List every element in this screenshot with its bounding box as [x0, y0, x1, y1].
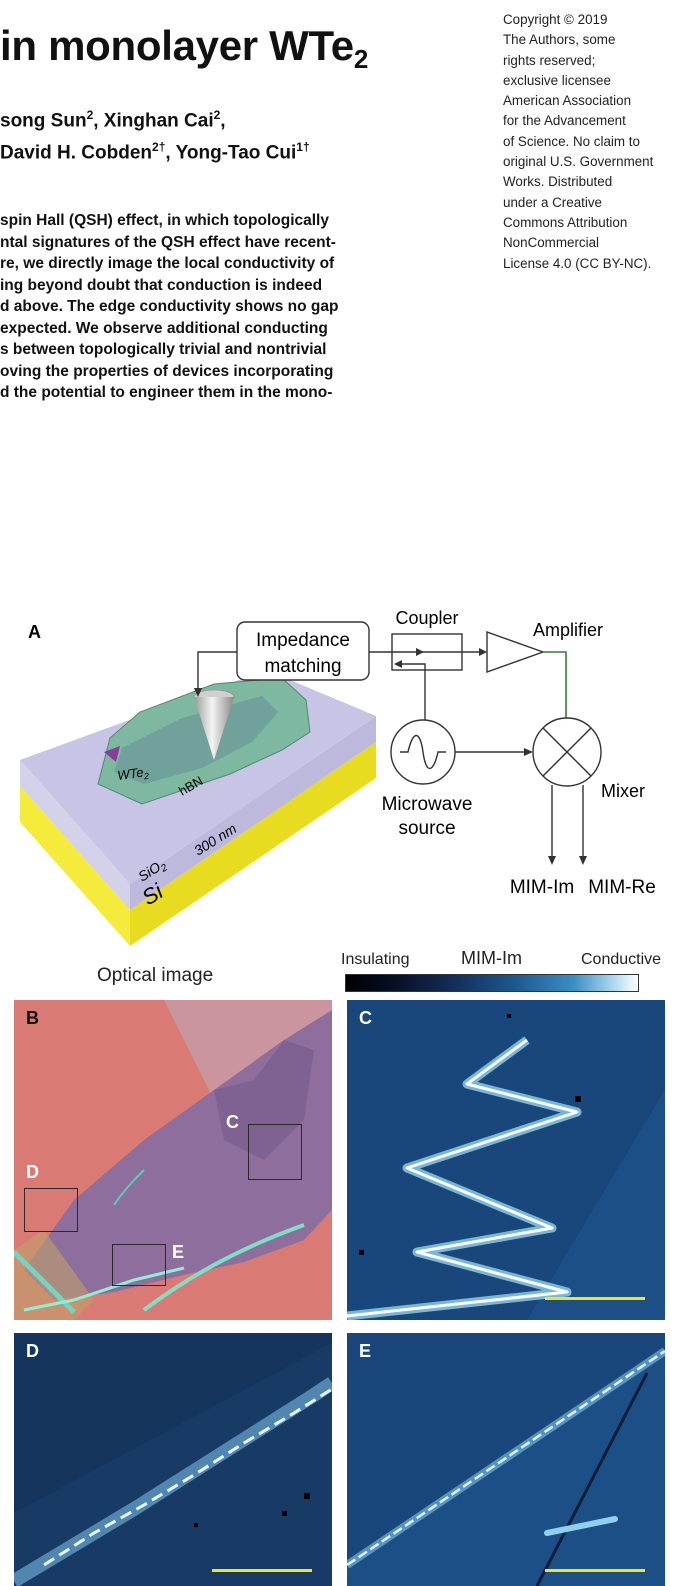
copyright-line: Commons Attribution [503, 214, 628, 230]
abstract-line: re, we directly image the local conducti… [0, 255, 335, 272]
amplifier-triangle [486, 631, 546, 673]
copyright-line: for the Advancement [503, 113, 626, 129]
panel-e-label: E [359, 1341, 372, 1361]
mim-map-d-graphic [14, 1333, 332, 1586]
abstract-line: ntal signatures of the QSH effect have r… [0, 233, 336, 251]
scale-bar [545, 1569, 645, 1572]
author-affiliation-mark: 2 [86, 108, 94, 122]
copyright-line: The Authors, some [503, 32, 616, 48]
mim-map-c-graphic [347, 1000, 665, 1320]
copyright-line: License 4.0 (CC BY-NC). [503, 255, 652, 271]
abstract-line: oving the properties of devices incorpor… [0, 362, 334, 380]
abstract: spin Hall (QSH) effect, in which topolog… [0, 210, 468, 404]
optical-image-caption: Optical image [97, 965, 214, 986]
si-front-face [20, 786, 130, 946]
amplifier-label: Amplifier [533, 620, 603, 640]
panel-b-optical-image: B C D E [14, 1000, 332, 1320]
wte2-flake [114, 696, 278, 784]
abstract-line: expected. We observe additional conducti… [0, 319, 328, 337]
arrow-left-icon [394, 660, 402, 668]
arrow-right-icon [479, 648, 487, 656]
arrow-right-icon [416, 648, 424, 656]
author-name: David H. Cobden [0, 142, 153, 164]
panel-c-mim-image: C [347, 1000, 665, 1320]
impedance-label-1: Impedance [256, 630, 350, 651]
tip-connection-line [197, 651, 237, 692]
scale-bar [212, 1569, 312, 1572]
amplifier-output-line [543, 651, 567, 722]
article-title: in monolayer WTe2 [0, 22, 368, 74]
panel-d-label: D [26, 1341, 39, 1361]
region-box-e [112, 1244, 166, 1286]
mim-setup-schematic: A WTe2 hBN 300 nm SiO2 Si Impedance matc… [20, 608, 656, 946]
region-label-d: D [26, 1162, 39, 1182]
mim-tip-icon [194, 697, 234, 760]
author-name: song Sun [0, 110, 87, 132]
arrow-right-icon [524, 748, 533, 756]
author-name: , Xinghan Cai [93, 110, 214, 132]
si-side-face [130, 742, 376, 946]
mim-re-label: MIM-Re [588, 877, 656, 898]
abstract-line: s between topologically trivial and nont… [0, 341, 327, 358]
author-affiliation-mark: 2 [213, 108, 221, 122]
copyright-line: under a Creative [503, 194, 602, 210]
copyright-line: original U.S. Government [503, 154, 654, 170]
copyright-line: exclusive licensee [503, 72, 611, 88]
wte2-label: WTe2 [116, 764, 149, 785]
author-name: , Yong-Tao Cui [165, 142, 297, 164]
panel-e-mim-image: E [347, 1333, 665, 1586]
author-line-2: David H. Cobden2†, Yong-Tao Cui1† [0, 134, 310, 166]
abstract-line: d above. The edge conductivity shows no … [0, 298, 339, 315]
copyright-line: NonCommercial [503, 235, 599, 251]
panel-d-mim-image: D [14, 1333, 332, 1586]
region-label-c: C [226, 1112, 239, 1132]
copyright-notice: Copyright © 2019 The Authors, some right… [503, 10, 689, 274]
colorbar-title: MIM-Im [461, 948, 522, 968]
mixer-label: Mixer [601, 781, 645, 801]
mim-im-label: MIM-Im [510, 877, 574, 898]
region-box-c [248, 1124, 302, 1180]
optical-image-graphic [14, 1000, 332, 1320]
author-name: , [220, 110, 226, 132]
arrow-down-icon [579, 856, 587, 865]
author-line-1: song Sun2, Xinghan Cai2, [0, 102, 310, 134]
arrow-down-icon [548, 856, 556, 865]
sio2-side-face [130, 716, 376, 910]
impedance-label-2: matching [264, 656, 341, 677]
author-affiliation-mark: 1† [296, 140, 310, 155]
copyright-line: rights reserved; [503, 52, 596, 68]
electrode-contact [104, 746, 120, 762]
copyright-line: American Association [503, 93, 632, 109]
colorbar [345, 974, 639, 992]
impedance-matching-box [236, 621, 370, 681]
abstract-line: d the potential to engineer them in the … [0, 384, 333, 401]
mixer-cross-line [542, 727, 592, 777]
panel-a-label: A [28, 622, 41, 642]
sio2-front-face [20, 760, 130, 910]
coupler-label: Coupler [395, 608, 458, 628]
scale-bar [545, 1297, 645, 1300]
microwave-label-1: Microwave [382, 794, 473, 815]
author-list: song Sun2, Xinghan Cai2, David H. Cobden… [0, 102, 310, 167]
copyright-line: Copyright © 2019 [503, 12, 608, 27]
microwave-label-2: source [398, 818, 455, 839]
copyright-line: Works. Distributed [503, 174, 613, 190]
region-label-e: E [172, 1242, 185, 1262]
sine-wave-icon [400, 734, 446, 770]
author-affiliation-mark: 2† [152, 140, 166, 155]
arrow-down-icon [194, 688, 202, 697]
colorbar-right-label: Conductive [581, 951, 662, 968]
panel-c-label: C [359, 1008, 372, 1028]
abstract-line: ing beyond doubt that conduction is inde… [0, 276, 323, 294]
abstract-line: spin Hall (QSH) effect, in which topolog… [0, 212, 329, 229]
region-box-d [24, 1188, 78, 1232]
copyright-line: of Science. No claim to [503, 133, 640, 149]
mim-map-e-graphic [347, 1333, 665, 1586]
panel-b-label: B [26, 1008, 39, 1028]
colorbar-left-label: Insulating [341, 951, 410, 968]
